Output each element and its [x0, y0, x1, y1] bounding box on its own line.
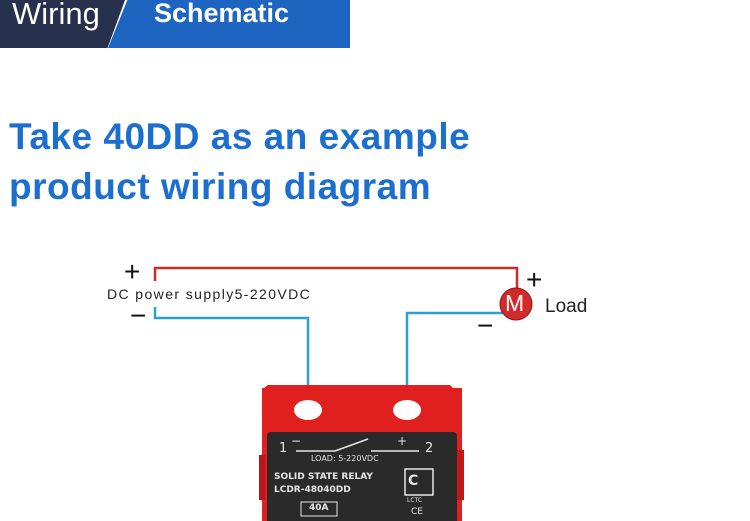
- brand-logo: [404, 468, 434, 496]
- ce-mark: CE: [411, 507, 423, 517]
- relay-body: [267, 432, 457, 521]
- relay-brand: LCTC: [407, 497, 423, 504]
- relay-model: LCDR-48040DD: [274, 485, 351, 495]
- relay-terminal-1: 1: [279, 441, 288, 456]
- relay-title: SOLID STATE RELAY: [274, 472, 373, 482]
- terminal-screw-1: [294, 400, 322, 420]
- motor-letter: M: [505, 290, 525, 316]
- terminal-screw-2: [393, 400, 421, 420]
- motor-symbol: [499, 287, 533, 321]
- tab-wiring-label: Wiring: [12, 0, 100, 31]
- load-minus-sign: −: [477, 310, 494, 341]
- tab-wiring[interactable]: Wiring: [0, 0, 125, 48]
- tab-schematic[interactable]: Schematic: [108, 0, 350, 48]
- relay-terminal-2: 2: [425, 441, 434, 456]
- load-plus-sign: +: [526, 264, 543, 295]
- supply-plus-sign: +: [124, 256, 141, 287]
- title-line-2: product wiring diagram: [9, 166, 432, 207]
- relay-terminal-2-sign: +: [397, 434, 408, 448]
- header-bar: Wiring Schematic: [0, 0, 750, 52]
- brand-logo-mark: C: [408, 473, 419, 489]
- load-label: Load: [545, 296, 588, 317]
- relay-current: 40A: [309, 503, 329, 513]
- positive-wire: [153, 266, 519, 291]
- relay-load-rating: LOAD: 5-220VDC: [311, 454, 379, 463]
- page-title: Take 40DD as an example product wiring d…: [9, 112, 470, 212]
- negative-wire-supply: [153, 307, 310, 410]
- relay-right-edge: [456, 450, 464, 500]
- switch-contact: [334, 438, 369, 452]
- supply-minus-sign: −: [130, 300, 147, 331]
- solid-state-relay: [259, 385, 464, 521]
- relay-terminal-1-sign: −: [291, 434, 302, 448]
- title-line-1: Take 40DD as an example: [9, 116, 471, 157]
- tab-schematic-label: Schematic: [154, 0, 290, 28]
- supply-label: DC power supply5-220VDC: [107, 286, 312, 302]
- current-box: [300, 501, 338, 517]
- relay-left-edge: [259, 455, 265, 500]
